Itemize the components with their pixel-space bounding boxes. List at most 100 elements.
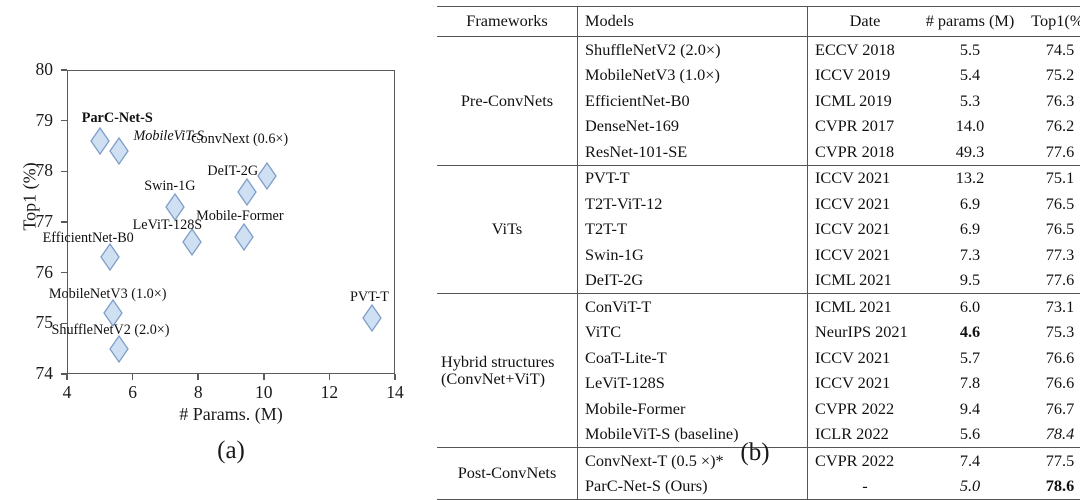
cell-date: CVPR 2022 xyxy=(815,450,895,470)
cell-params: 9.5 xyxy=(959,270,981,290)
x-tick-mark xyxy=(394,374,396,380)
cell-top1: 76.3 xyxy=(1045,90,1075,110)
cell-params: 5.7 xyxy=(959,347,981,367)
cell-top1: 76.7 xyxy=(1045,398,1075,418)
x-tick-mark xyxy=(328,374,331,380)
x-tick-mark xyxy=(131,374,134,380)
cell-model: EfficientNet-B0 xyxy=(577,88,808,114)
cell-top1: 75.3 xyxy=(1045,322,1075,342)
cell-date: ICCV 2021 xyxy=(815,168,891,188)
cell-top1: 76.5 xyxy=(1045,219,1075,239)
cell-model: Swin-1G xyxy=(577,242,808,268)
cell-params: 49.3 xyxy=(955,141,985,161)
y-tick-mark xyxy=(61,373,67,375)
cell-date: NeurIPS 2021 xyxy=(815,322,908,342)
scatter-point-label: Swin-1G xyxy=(144,177,196,194)
x-tick-mark xyxy=(66,374,68,380)
cell-params: 5.0 xyxy=(959,476,981,496)
x-tick-label: 14 xyxy=(386,382,404,402)
y-tick-label: 75 xyxy=(35,312,54,333)
cell-date: ICLR 2022 xyxy=(815,424,889,444)
x-axis-label: # Params. (M) xyxy=(179,404,283,424)
cell-date: ICML 2021 xyxy=(815,270,892,290)
scatter-point-label: ShuffleNetV2 (2.0×) xyxy=(51,321,170,338)
cell-params: 5.3 xyxy=(959,90,981,110)
cell-top1: 78.4 xyxy=(1045,424,1075,444)
cell-top1: 77.3 xyxy=(1045,244,1075,264)
cell-params: 6.9 xyxy=(959,219,981,239)
cell-top1: 76.2 xyxy=(1045,116,1075,136)
cell-model: DenseNet-169 xyxy=(577,113,808,139)
cell-top1: 77.5 xyxy=(1045,450,1075,470)
scatter-point-label: MobileViT-S xyxy=(133,128,204,145)
y-tick-label: 80 xyxy=(35,59,54,79)
y-tick-label: 77 xyxy=(35,211,54,231)
cell-date: ICML 2019 xyxy=(815,90,892,110)
cell-params: 6.0 xyxy=(959,296,981,316)
cell-top1: 77.6 xyxy=(1045,270,1075,290)
y-tick-label: 76 xyxy=(35,261,54,282)
cell-date: CVPR 2018 xyxy=(815,141,895,161)
cell-params: 6.9 xyxy=(959,193,981,213)
cell-model: ConvNext-T (0.5 ×)* xyxy=(577,447,808,474)
scatter-point-label: MobileNetV3 (1.0×) xyxy=(48,286,167,303)
framework-label-line2: (ConvNet+ViT) xyxy=(441,368,546,388)
framework-group-cell: Hybrid structures(ConvNet+ViT) xyxy=(437,293,578,448)
plot-area xyxy=(67,70,395,374)
x-tick-label: 10 xyxy=(255,382,273,402)
cell-params: 7.3 xyxy=(959,244,981,264)
results-table: Frameworks Models Date # params (M) Top1… xyxy=(437,6,1080,500)
cell-model: T2T-T xyxy=(577,216,808,242)
cell-date: CVPR 2017 xyxy=(815,116,895,136)
cell-model: ParC-Net-S (Ours) xyxy=(577,473,808,500)
cell-date: ICCV 2021 xyxy=(815,373,891,393)
y-tick-mark xyxy=(61,69,67,71)
scatter-point-label: DeIT-2G xyxy=(207,162,259,179)
y-tick-mark xyxy=(61,271,67,274)
cell-top1: 77.6 xyxy=(1045,141,1075,161)
cell-date: ICCV 2021 xyxy=(815,347,891,367)
cell-model: LeViT-128S xyxy=(577,370,808,396)
results-table-panel: Frameworks Models Date # params (M) Top1… xyxy=(430,0,1080,500)
framework-label-line1: Hybrid structures xyxy=(441,352,555,372)
cell-top1: 75.2 xyxy=(1045,65,1075,85)
cell-model: T2T-ViT-12 xyxy=(577,191,808,217)
cell-top1: 76.5 xyxy=(1045,193,1075,213)
subfigure-caption-a: (a) xyxy=(217,437,245,464)
cell-params: 9.4 xyxy=(959,398,981,418)
column-header-date: Date xyxy=(849,11,881,31)
table-header-row: Frameworks Models Date # params (M) Top1… xyxy=(437,6,1080,37)
scatter-point-label: PVT-T xyxy=(350,289,389,306)
cell-params: 7.4 xyxy=(959,450,981,470)
y-tick-label: 74 xyxy=(35,363,54,383)
cell-model: ResNet-101-SE xyxy=(577,139,808,165)
y-tick-label: 79 xyxy=(35,109,54,130)
cell-date: CVPR 2022 xyxy=(815,398,895,418)
cell-date: - xyxy=(862,476,868,496)
cell-model: ShuffleNetV2 (2.0×) xyxy=(577,36,808,63)
subfigure-caption-b: (b) xyxy=(740,439,770,466)
y-axis-label: Top1 (%) xyxy=(19,162,40,231)
cell-model: Mobile-Former xyxy=(577,396,808,422)
column-header-params: # params (M) xyxy=(925,11,1015,31)
cell-date: ICCV 2019 xyxy=(815,65,891,85)
y-tick-mark xyxy=(61,221,67,223)
y-tick-label: 78 xyxy=(35,160,54,181)
column-header-top1: Top1(%) xyxy=(1031,11,1080,31)
cell-model: ViTC xyxy=(577,319,808,345)
cell-params: 5.5 xyxy=(959,39,981,59)
